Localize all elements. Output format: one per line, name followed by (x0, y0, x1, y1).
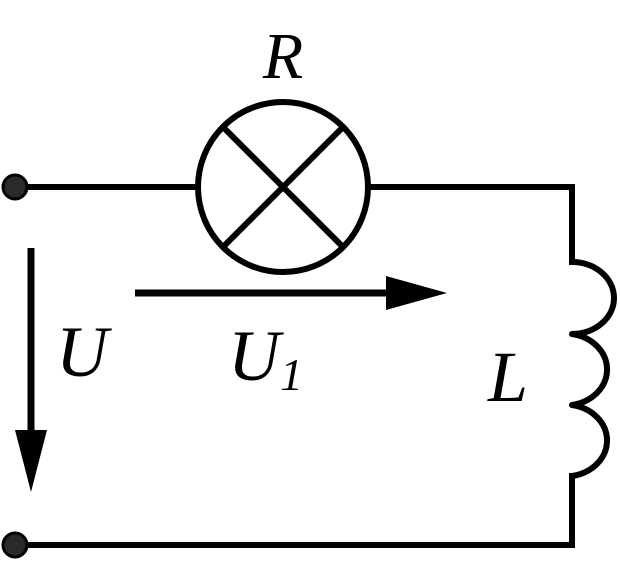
label-u1-subscript: 1 (280, 349, 303, 400)
lamp-circle (195, 99, 371, 275)
voltage-arrow-u-head (15, 430, 47, 492)
voltage-arrow-u (15, 248, 47, 492)
inductor-coil (569, 259, 617, 479)
label-l: L (487, 337, 528, 417)
label-u: U (56, 312, 112, 392)
voltage-arrow-u1-head (386, 276, 447, 310)
label-r: R (262, 20, 303, 93)
terminal-bottom (1, 531, 29, 559)
lamp-cross-b (220, 124, 346, 250)
label-u1-main: U (228, 316, 284, 396)
voltage-arrow-u1 (135, 276, 447, 310)
terminal-top (1, 173, 29, 201)
lamp-symbol (195, 99, 371, 275)
label-u1: U1 (228, 316, 303, 400)
